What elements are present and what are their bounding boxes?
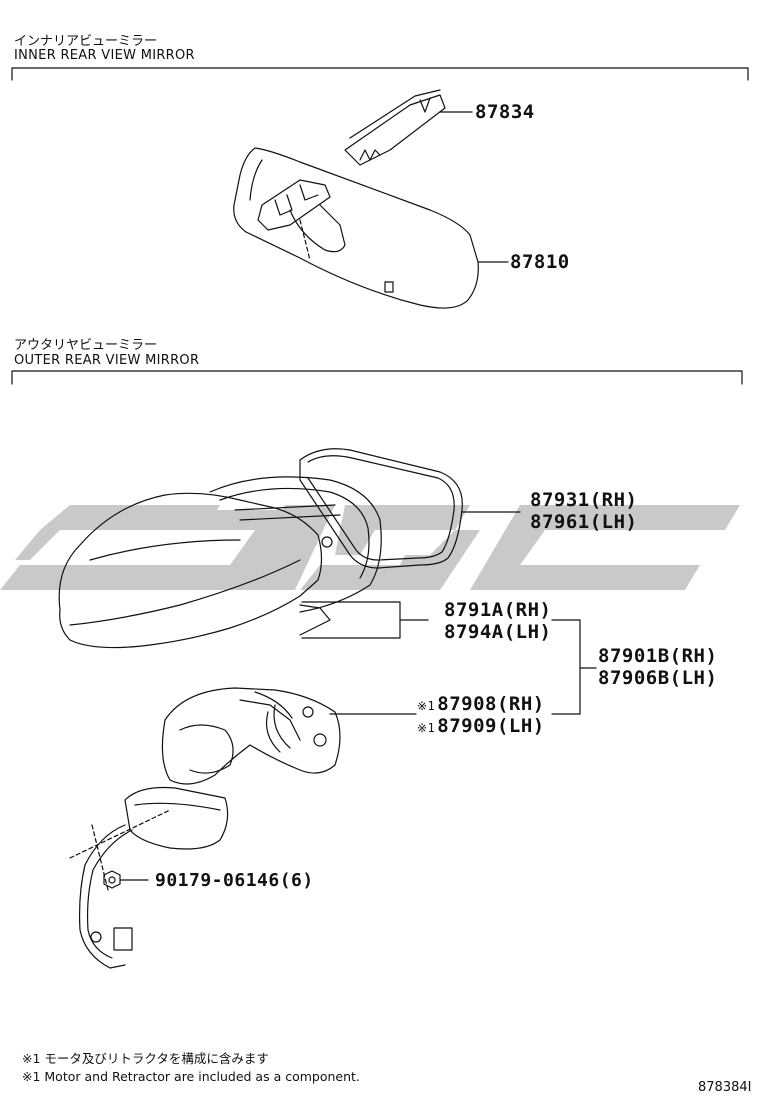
part-87961-label[interactable]: 87961(LH) [530,511,638,533]
part-87834-label[interactable]: 87834 [475,101,535,123]
outer-section-title-en: OUTER REAR VIEW MIRROR [14,353,200,368]
mirror-stay-cover [344,89,446,166]
part-8794a-label[interactable]: 8794A(LH) [444,621,552,643]
part-87810-label[interactable]: 87810 [510,251,570,273]
mirror-base [124,786,229,850]
part-8791a-label[interactable]: 8791A(RH) [444,599,552,621]
marker-note-1: ※1 [417,699,436,713]
part-87901b-label[interactable]: 87901B(RH) [598,645,718,667]
part-87906b-label[interactable]: 87906B(LH) [598,667,718,689]
part-90179-label[interactable]: 90179-06146(6) [155,870,314,891]
marker-note-1: ※1 [417,721,436,735]
note-jp: ※1 モータ及びリトラクタを構成に含みます [22,1051,269,1066]
outer-section-title-jp: アウタリヤビューミラー [14,338,158,353]
retractor-motor [161,687,341,785]
nut [103,870,121,889]
inner-mirror [233,147,479,309]
inner-section-title-jp: インナリアビューミラー [14,34,158,49]
note-en: ※1 Motor and Retractor are included as a… [22,1069,360,1084]
part-87931-label[interactable]: 87931(RH) [530,489,638,511]
mirror-glass [299,448,463,569]
diagram-code: 878384I [698,1080,752,1095]
outer-mirror-housing [58,476,382,649]
wire-harness [78,824,133,969]
inner-section-title-en: INNER REAR VIEW MIRROR [14,48,195,63]
